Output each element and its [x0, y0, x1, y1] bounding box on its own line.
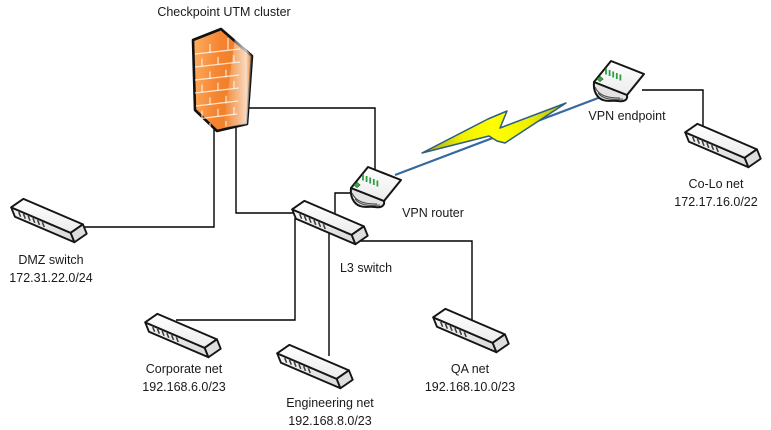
node-label-qa-net: QA net 192.168.10.0/23 — [425, 361, 515, 396]
node-label-dmz-switch: DMZ switch 172.31.22.0/24 — [9, 252, 92, 287]
l3-switch-icon — [291, 199, 369, 246]
colo-net-switch-icon — [684, 122, 762, 169]
qa-net-label-text: QA net — [450, 362, 490, 376]
engineering-net-label-text: Engineering net — [286, 396, 374, 410]
vpn-endpoint-icon — [592, 60, 645, 103]
edge-firewall-l3-switch — [235, 122, 298, 214]
edge-l3-switch-corporate-net — [176, 218, 296, 321]
dmz-switch-icon — [10, 197, 88, 244]
edge-vpn-endpoint-colo-net — [642, 89, 704, 136]
node-label-colo-net: Co-Lo net 172.17.16.0/22 — [674, 176, 757, 211]
firewall-label-text: Checkpoint UTM cluster — [157, 5, 291, 19]
node-label-l3-switch: L3 switch — [340, 260, 392, 278]
engineering-net-subnet-text: 192.168.8.0/23 — [288, 413, 372, 428]
edge-firewall-dmz-switch — [84, 112, 215, 228]
firewall-brick-wall-icon — [191, 27, 254, 133]
l3-switch-label-text: L3 switch — [339, 261, 393, 275]
vpn-router-icon — [349, 166, 402, 209]
node-label-corporate-net: Corporate net 192.168.6.0/23 — [142, 361, 225, 396]
corporate-net-subnet-text: 192.168.6.0/23 — [142, 379, 226, 394]
node-label-vpn-endpoint: VPN endpoint — [588, 108, 665, 126]
corporate-net-label-text: Corporate net — [145, 362, 223, 376]
node-label-firewall: Checkpoint UTM cluster — [157, 4, 290, 22]
node-label-vpn-router: VPN router — [402, 205, 464, 223]
vpn-endpoint-label-text: VPN endpoint — [588, 109, 666, 123]
edge-firewall-vpn-router — [248, 107, 376, 170]
dmz-switch-label-text: DMZ switch — [18, 253, 84, 267]
edge-l3-switch-qa-net — [360, 240, 473, 320]
colo-net-subnet-text: 172.17.16.0/22 — [674, 194, 758, 209]
vpn-router-label-text: VPN router — [402, 206, 464, 220]
engineering-net-switch-icon — [276, 343, 354, 390]
qa-net-subnet-text: 192.168.10.0/23 — [424, 379, 516, 394]
qa-net-switch-icon — [432, 307, 510, 354]
dmz-switch-subnet-text: 172.31.22.0/24 — [9, 270, 93, 285]
colo-net-label-text: Co-Lo net — [688, 177, 744, 191]
lightning-bolt-icon — [421, 102, 567, 154]
node-label-engineering-net: Engineering net 192.168.8.0/23 — [286, 395, 374, 430]
